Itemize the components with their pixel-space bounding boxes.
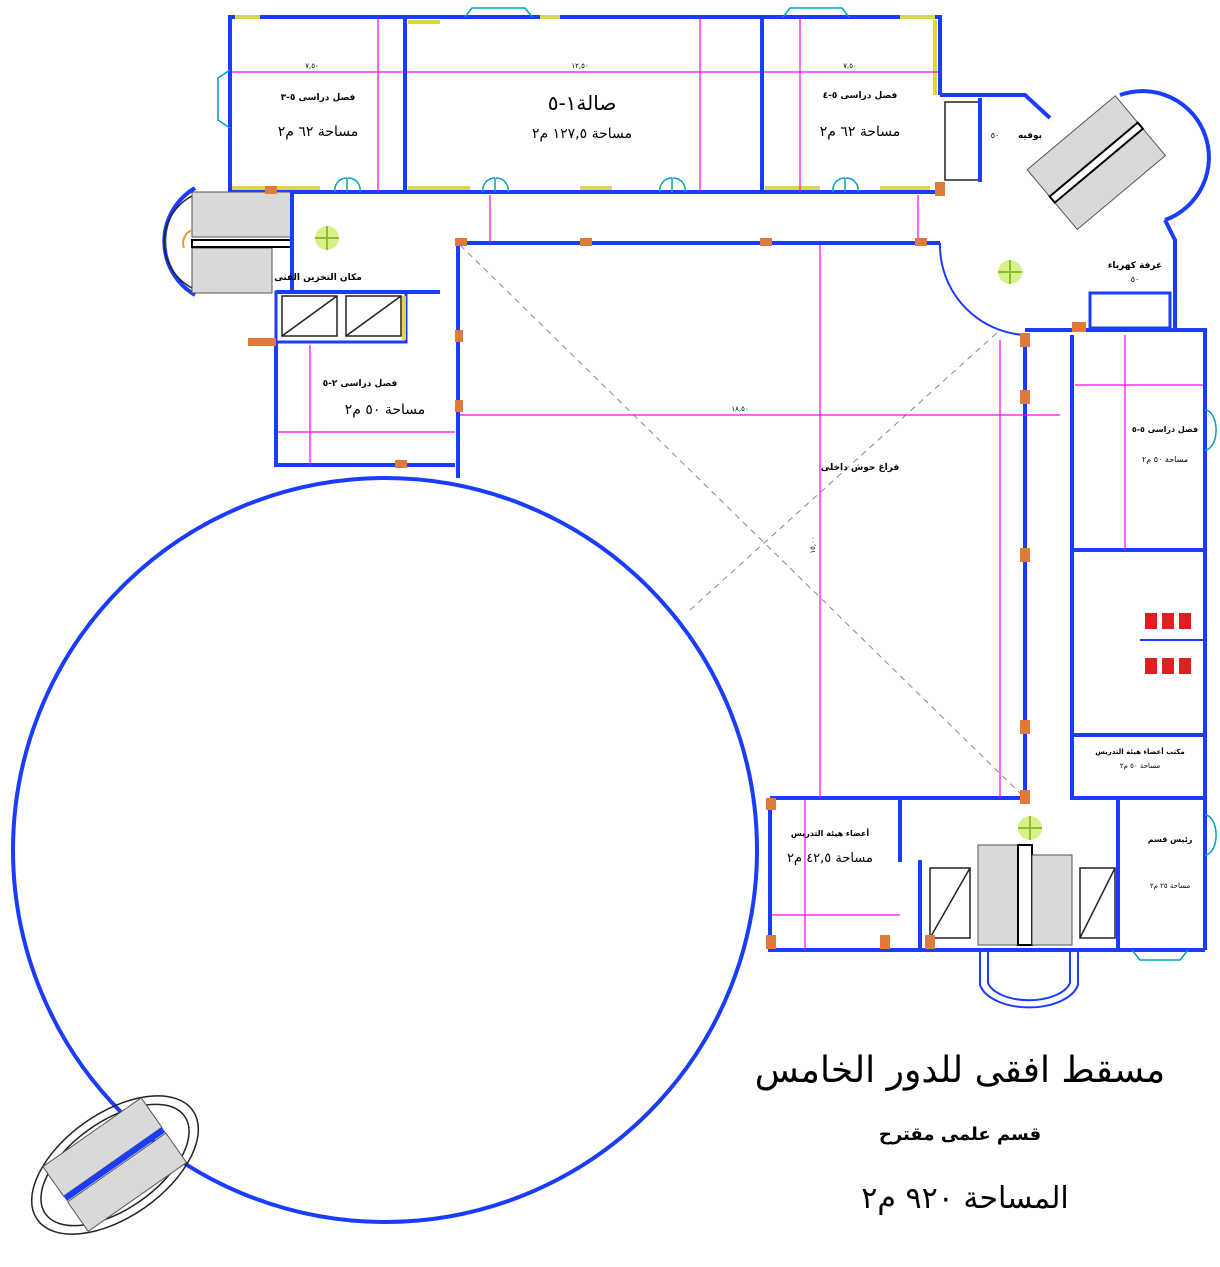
room-name-class-5-5: فصل دراسى ٥-٥ bbox=[1132, 425, 1198, 434]
compass-icon bbox=[315, 226, 339, 250]
stair-icon bbox=[30, 1095, 200, 1235]
room-area-pantry: ٥٠ bbox=[991, 131, 1000, 140]
right-wing: بوفيه ٥٠ غرفة كهرباء ٥٠ فصل دراسى ٥-٥ مس… bbox=[940, 89, 1217, 950]
stair-icon bbox=[1026, 95, 1167, 231]
room-name-class-5-3: فصل دراسى ٥-٣ bbox=[281, 93, 356, 103]
bottom-block: أعضاء هيئة التدريس مساحة ٤٢,٥ م٢ bbox=[768, 798, 1205, 1009]
room-name-hall-5-1: صالة١-٥ bbox=[548, 91, 617, 115]
dim-label: ١٨,٥٠ bbox=[731, 405, 748, 413]
compass-icon bbox=[1018, 816, 1042, 840]
storage-area: مكان التخزين الفنى bbox=[274, 273, 440, 344]
stair-icon bbox=[162, 186, 293, 297]
plan-total-area: المساحة ٩٢٠ م٢ bbox=[861, 1181, 1068, 1216]
sink-icon bbox=[1140, 613, 1205, 674]
room-name-head-dept: رئيس قسم bbox=[1148, 835, 1193, 845]
room-class-5-2: فصل دراسى ٢-٥ مساحة ٥٠ م٢ bbox=[274, 342, 455, 467]
columns bbox=[248, 182, 1086, 949]
room-area-teaching-staff: مساحة ٤٢,٥ م٢ bbox=[787, 851, 873, 866]
plan-title: مسقط افقى للدور الخامس bbox=[755, 1050, 1165, 1091]
inner-court: ١٨,٥٠ ١٥,٠٠ فراغ حوش داخلى bbox=[456, 195, 1060, 800]
room-area-class-5-2: مساحة ٥٠ م٢ bbox=[345, 402, 426, 418]
dim-label: ١٥,٠٠ bbox=[809, 536, 817, 553]
room-name-class-5-2: فصل دراسى ٢-٥ bbox=[323, 379, 398, 389]
dim-label: ١٢,٥٠ bbox=[571, 62, 588, 70]
room-area-head-dept: مساحة ٢٥ م٢ bbox=[1150, 882, 1191, 890]
room-name-staff-room: مكتب أعضاء هيئة التدريس bbox=[1095, 747, 1185, 756]
room-area-electric: ٥٠ bbox=[1131, 275, 1140, 284]
room-name-pantry: بوفيه bbox=[1018, 131, 1042, 141]
room-name-electric: غرفة كهرباء bbox=[1108, 261, 1162, 271]
plan-subtitle: قسم علمى مقترح bbox=[879, 1124, 1041, 1145]
room-name-class-5-4: فصل دراسى ٥-٤ bbox=[823, 91, 898, 101]
room-name-storage: مكان التخزين الفنى bbox=[274, 273, 362, 283]
room-area-staff-room: مساحة ٥٠ م٢ bbox=[1120, 762, 1161, 770]
elevator-icon bbox=[929, 867, 971, 939]
room-area-class-5-5: مساحة ٥٠ م٢ bbox=[1142, 455, 1188, 464]
room-area-class-5-3: مساحة ٦٢ م٢ bbox=[278, 124, 359, 140]
room-name-teaching-staff: أعضاء هيئة التدريس bbox=[791, 828, 869, 839]
room-area-hall-5-1: مساحة ١٢٧,٥ م٢ bbox=[532, 126, 632, 142]
room-area-class-5-4: مساحة ٦٢ م٢ bbox=[820, 124, 901, 140]
dim-label: ٧,٥٠ bbox=[843, 62, 857, 70]
dim-label: ٧,٥٠ bbox=[305, 62, 319, 70]
circular-hall bbox=[11, 476, 759, 1224]
door-swing-icon bbox=[334, 177, 859, 193]
stair-icon bbox=[977, 844, 1019, 946]
compass-icon bbox=[998, 260, 1022, 284]
room-name-inner-court: فراغ حوش داخلى bbox=[821, 463, 900, 473]
